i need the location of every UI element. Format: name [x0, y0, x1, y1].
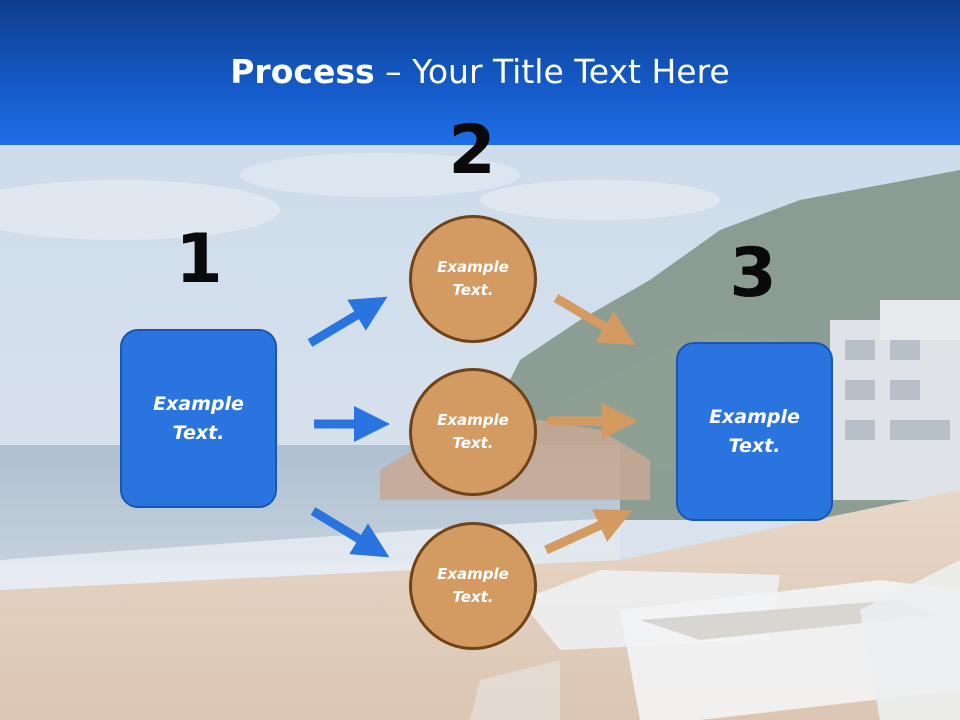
circle-3-text-line2: Text. — [452, 588, 494, 606]
step-number-1: 1 — [175, 220, 223, 299]
circle-1-text-line1: Example — [437, 258, 509, 276]
circle-2-text-line2: Text. — [452, 434, 494, 452]
blue-arrow-up — [307, 296, 388, 347]
title-rest: – Your Title Text Here — [374, 52, 730, 91]
circle-3-text-line1: Example — [437, 565, 509, 583]
circle-1-text-line2: Text. — [452, 281, 494, 299]
step-3-text-line1: Example — [709, 405, 800, 428]
slide-title: Process – Your Title Text Here — [0, 52, 960, 91]
orange-arrow-up — [544, 509, 633, 555]
step-number-3: 3 — [729, 234, 777, 313]
blue-arrow-down — [310, 507, 390, 558]
title-bar — [0, 0, 960, 145]
circle-2-text-line1: Example — [437, 411, 509, 429]
title-bold: Process — [230, 52, 375, 91]
orange-arrow-down — [553, 294, 636, 346]
step-number-2: 2 — [448, 111, 496, 190]
step-1-text-line1: Example — [153, 392, 244, 415]
step-3-text-line2: Text. — [728, 434, 781, 457]
step-1-text-line2: Text. — [172, 421, 225, 444]
